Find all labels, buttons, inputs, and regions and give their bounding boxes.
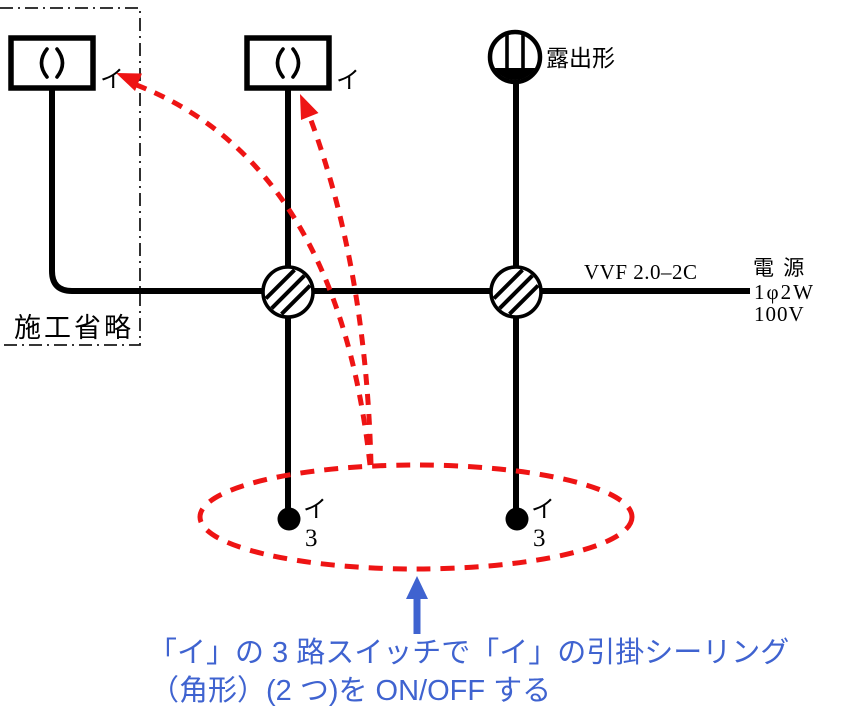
hatch-line	[492, 268, 524, 300]
annotation-arrowhead-icon	[406, 576, 428, 599]
annotation-text-line1: 「イ」の 3 路スイッチで「イ」の引掛シーリング	[148, 636, 789, 669]
arrowhead-middle-fixture-icon	[300, 94, 319, 120]
arrow-curve-to-left-fixture	[133, 81, 373, 466]
annotation-arrow	[406, 576, 428, 634]
hatch-line	[508, 284, 540, 316]
switch-right-circuit-label: イ	[531, 497, 555, 523]
red-arrowheads	[116, 73, 319, 120]
fixture-body	[244, 35, 332, 91]
junction-box-right-icon	[489, 265, 543, 319]
wires	[49, 80, 750, 512]
arrow-curve-to-middle-fixture	[303, 106, 374, 466]
hatch-line	[280, 284, 312, 316]
switch-left-ways-label: 3	[305, 525, 318, 552]
fixture-left-circuit-label: イ	[100, 67, 124, 93]
junction-box-left-icon	[261, 265, 315, 319]
switch-left-icon	[277, 507, 301, 531]
switch-right-ways-label: 3	[533, 525, 546, 552]
exposed-lamp-icon	[487, 29, 543, 85]
arrowhead-left-fixture-icon	[116, 73, 142, 91]
switch-right-icon	[505, 507, 529, 531]
fixture-paren-left	[39, 47, 49, 79]
ceiling-fixture-left-icon	[8, 35, 96, 91]
fixture-paren-right	[291, 47, 301, 79]
hatch-line	[264, 268, 296, 300]
fixture-paren-left	[275, 47, 285, 79]
switch-left-circuit-label: イ	[303, 497, 327, 523]
fixture-body	[8, 35, 96, 91]
lamp-type-label: 露出形	[546, 46, 615, 71]
power-source-label: 電 源	[753, 256, 806, 280]
omitted-area-label: 施工省略	[14, 313, 134, 343]
wire-left-fixture-to-source	[49, 86, 750, 294]
cable-type-label: VVF 2.0–2C	[584, 260, 698, 284]
power-phase-label: 1φ2W	[754, 280, 815, 304]
hatch-line	[498, 274, 534, 310]
ceiling-fixture-middle-icon	[244, 35, 332, 91]
annotation-text-line2: （角形）(2 つ)を ON/OFF する	[150, 674, 551, 707]
hatch-line	[270, 274, 306, 310]
power-voltage-label: 100V	[754, 302, 805, 326]
omitted-area-boundary	[0, 7, 141, 346]
fixture-paren-right	[55, 47, 65, 79]
fixture-middle-circuit-label: イ	[336, 68, 360, 94]
switch-group-highlight-ellipse	[197, 462, 635, 572]
red-arrows	[133, 81, 374, 466]
